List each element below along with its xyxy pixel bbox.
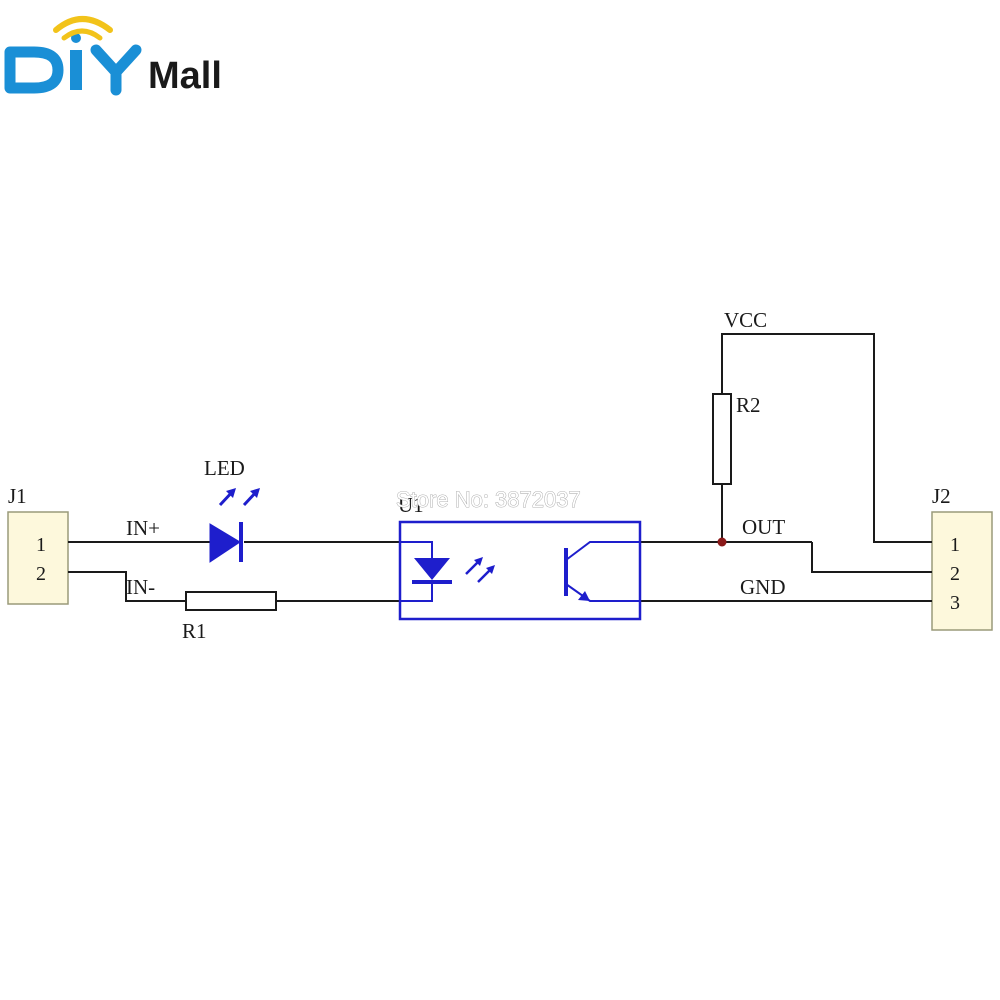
u1-package bbox=[398, 520, 642, 621]
logo-suffix: Mall bbox=[148, 55, 222, 97]
j1-connector: J1 1 2 bbox=[7, 484, 69, 605]
r1-body bbox=[185, 591, 277, 611]
store-watermark: Store No: 3872037 bbox=[396, 487, 581, 512]
led-symbol: LED bbox=[204, 456, 260, 563]
logo-diy-lettering bbox=[4, 16, 142, 96]
u1-label: U1 bbox=[398, 493, 424, 517]
wire-in-minus bbox=[68, 571, 186, 602]
j2-pin-2: 2 bbox=[950, 563, 960, 585]
j2-label: J2 bbox=[932, 484, 951, 508]
j2-connector: J2 1 2 3 bbox=[931, 484, 993, 631]
r2-body bbox=[712, 393, 732, 485]
j2-pin-1: 1 bbox=[950, 534, 960, 556]
led-diode-icon bbox=[209, 523, 241, 563]
j2-pin-3: 3 bbox=[950, 592, 960, 614]
out-junction-dot bbox=[717, 537, 727, 547]
led-emission-arrows-icon bbox=[218, 488, 260, 507]
net-label-in-plus: IN+ bbox=[126, 516, 160, 540]
j2-body bbox=[931, 511, 993, 631]
u1-light-arrows-icon bbox=[465, 557, 495, 583]
j1-body bbox=[7, 511, 69, 605]
net-label-out: OUT bbox=[742, 515, 785, 539]
wire-out-to-j2-2 bbox=[811, 542, 932, 573]
net-label-gnd: GND bbox=[740, 575, 786, 599]
net-label-vcc: VCC bbox=[724, 308, 767, 332]
led-label: LED bbox=[204, 456, 245, 480]
r1-resistor: R1 bbox=[182, 591, 277, 643]
wires bbox=[68, 333, 932, 602]
j1-pin-1: 1 bbox=[36, 534, 46, 556]
j1-pin-2: 2 bbox=[36, 563, 46, 585]
r2-resistor: R2 bbox=[712, 393, 761, 485]
r1-label: R1 bbox=[182, 619, 207, 643]
r2-label: R2 bbox=[736, 393, 761, 417]
u1-internal-led-icon bbox=[400, 541, 452, 602]
wire-vcc bbox=[721, 333, 932, 543]
net-label-in-minus: IN- bbox=[126, 575, 155, 599]
net-labels: IN+ IN- VCC OUT GND bbox=[126, 308, 786, 599]
u1-optocoupler: U1 bbox=[398, 493, 642, 621]
diymall-logo: Mall bbox=[4, 16, 222, 97]
u1-phototransistor-icon bbox=[564, 541, 640, 602]
j1-label: J1 bbox=[8, 484, 27, 508]
